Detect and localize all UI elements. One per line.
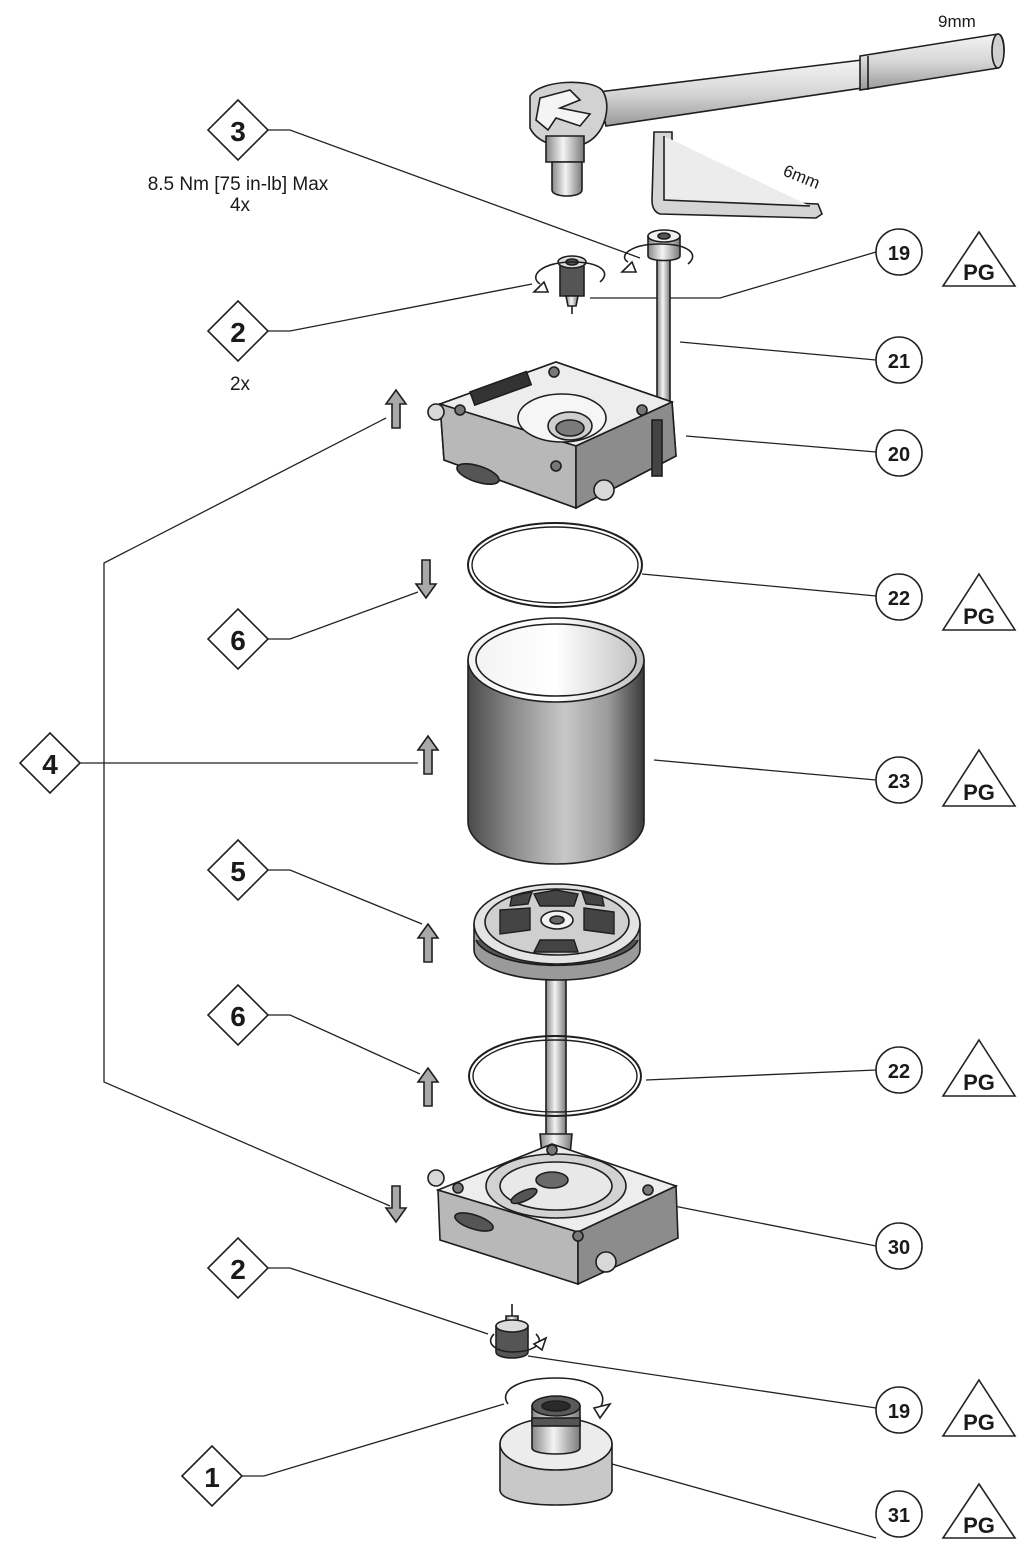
step-2-callout-lower: 2: [206, 1236, 270, 1300]
part-22-callout-lower: 22 PG: [875, 1038, 1017, 1097]
part-19-lubricant-lower: PG: [963, 1410, 995, 1435]
cylinder-part-23: [467, 617, 645, 865]
down-arrow-icon: [414, 559, 438, 600]
lubricant-triangle-icon: [941, 572, 1017, 631]
part-20-callout: 20: [875, 429, 923, 477]
lubricant-triangle-icon: [941, 1038, 1017, 1097]
step-2-callout-upper: 2 2x: [206, 299, 270, 395]
up-arrow-icon: [416, 734, 440, 775]
part-22-lubricant-upper: PG: [963, 604, 995, 629]
step-2-number-upper: 2: [230, 317, 246, 348]
part-22-number-upper: 22: [888, 588, 910, 610]
hex-key-size-label: 6mm: [781, 161, 823, 193]
up-arrow-icon: [416, 1066, 440, 1107]
o-ring-part-22-upper: [467, 522, 643, 608]
step-6-callout-upper: 6: [206, 607, 270, 671]
step-callouts: 3 8.5 Nm [75 in-lb] Max 4x 2 2x 6 4 5 6 …: [18, 98, 329, 1508]
part-22-number-lower: 22: [888, 1061, 910, 1083]
hex-key-icon: [651, 131, 823, 219]
step-4-number: 4: [42, 749, 58, 780]
part-19-lubricant-upper: PG: [963, 260, 995, 285]
part-23-number: 23: [888, 771, 910, 793]
step-3-torque-note: 8.5 Nm [75 in-lb] Max: [148, 174, 329, 195]
part-21-number: 21: [888, 351, 910, 373]
piston-assembly: [473, 883, 641, 1177]
o-ring-part-22-lower: [468, 1035, 642, 1117]
check-valve-part-19-lower: [489, 1304, 548, 1359]
part-31-lubricant: PG: [963, 1513, 995, 1538]
step-2-quantity-note: 2x: [230, 374, 251, 395]
part-19-callout-lower: 19 PG: [875, 1378, 1017, 1437]
cap-screw-part-21: [620, 229, 694, 419]
part-30-callout: 30: [875, 1222, 923, 1270]
lubricant-triangle-icon: [941, 748, 1017, 807]
part-19-number-lower: 19: [888, 1401, 910, 1423]
part-callouts: 19 PG 21 20 22 PG 23 PG 22 PG: [875, 228, 1017, 1539]
part-22-callout-upper: 22 PG: [875, 572, 1017, 631]
step-5-number: 5: [230, 856, 246, 887]
step-1-number: 1: [204, 1462, 220, 1493]
part-31-number: 31: [888, 1505, 910, 1527]
step-1-callout: 1: [180, 1444, 244, 1508]
step-3-quantity-note: 4x: [230, 195, 251, 216]
lower-cover-plate-part-30: [427, 1143, 679, 1286]
lubricant-triangle-icon: [941, 230, 1017, 287]
lubricant-triangle-icon: [941, 1482, 1017, 1539]
step-4-callout: 4: [18, 731, 82, 795]
step-5-callout: 5: [206, 838, 270, 902]
step-6-callout-lower: 6: [206, 983, 270, 1047]
part-30-number: 30: [888, 1237, 910, 1259]
lubricant-triangle-icon: [941, 1378, 1017, 1437]
ratchet-size-label: 9mm: [938, 12, 976, 31]
inlet-fitting-part-31: [499, 1377, 613, 1506]
part-23-callout: 23 PG: [875, 748, 1017, 807]
up-arrow-icon: [384, 388, 408, 429]
direction-arrows: [384, 388, 440, 1224]
part-31-callout: 31 PG: [875, 1482, 1017, 1539]
leader-lines: [80, 129, 877, 1539]
up-arrow-icon: [416, 922, 440, 963]
part-22-lubricant-lower: PG: [963, 1070, 995, 1095]
part-19-callout-upper: 19 PG: [875, 228, 1017, 287]
upper-cover-plate-part-20: [427, 361, 677, 510]
step-6-number-lower: 6: [230, 1001, 246, 1032]
down-arrow-icon: [384, 1185, 408, 1224]
step-6-number-upper: 6: [230, 625, 246, 656]
check-valve-part-19-upper: [532, 255, 606, 314]
part-20-number: 20: [888, 444, 910, 466]
step-2-number-lower: 2: [230, 1254, 246, 1285]
part-23-lubricant: PG: [963, 780, 995, 805]
part-19-number-upper: 19: [888, 243, 910, 265]
ratchet-wrench-icon: [529, 33, 1005, 197]
part-21-callout: 21: [875, 336, 923, 384]
step-3-callout: 3 8.5 Nm [75 in-lb] Max 4x: [148, 98, 329, 216]
step-3-number: 3: [230, 116, 246, 147]
